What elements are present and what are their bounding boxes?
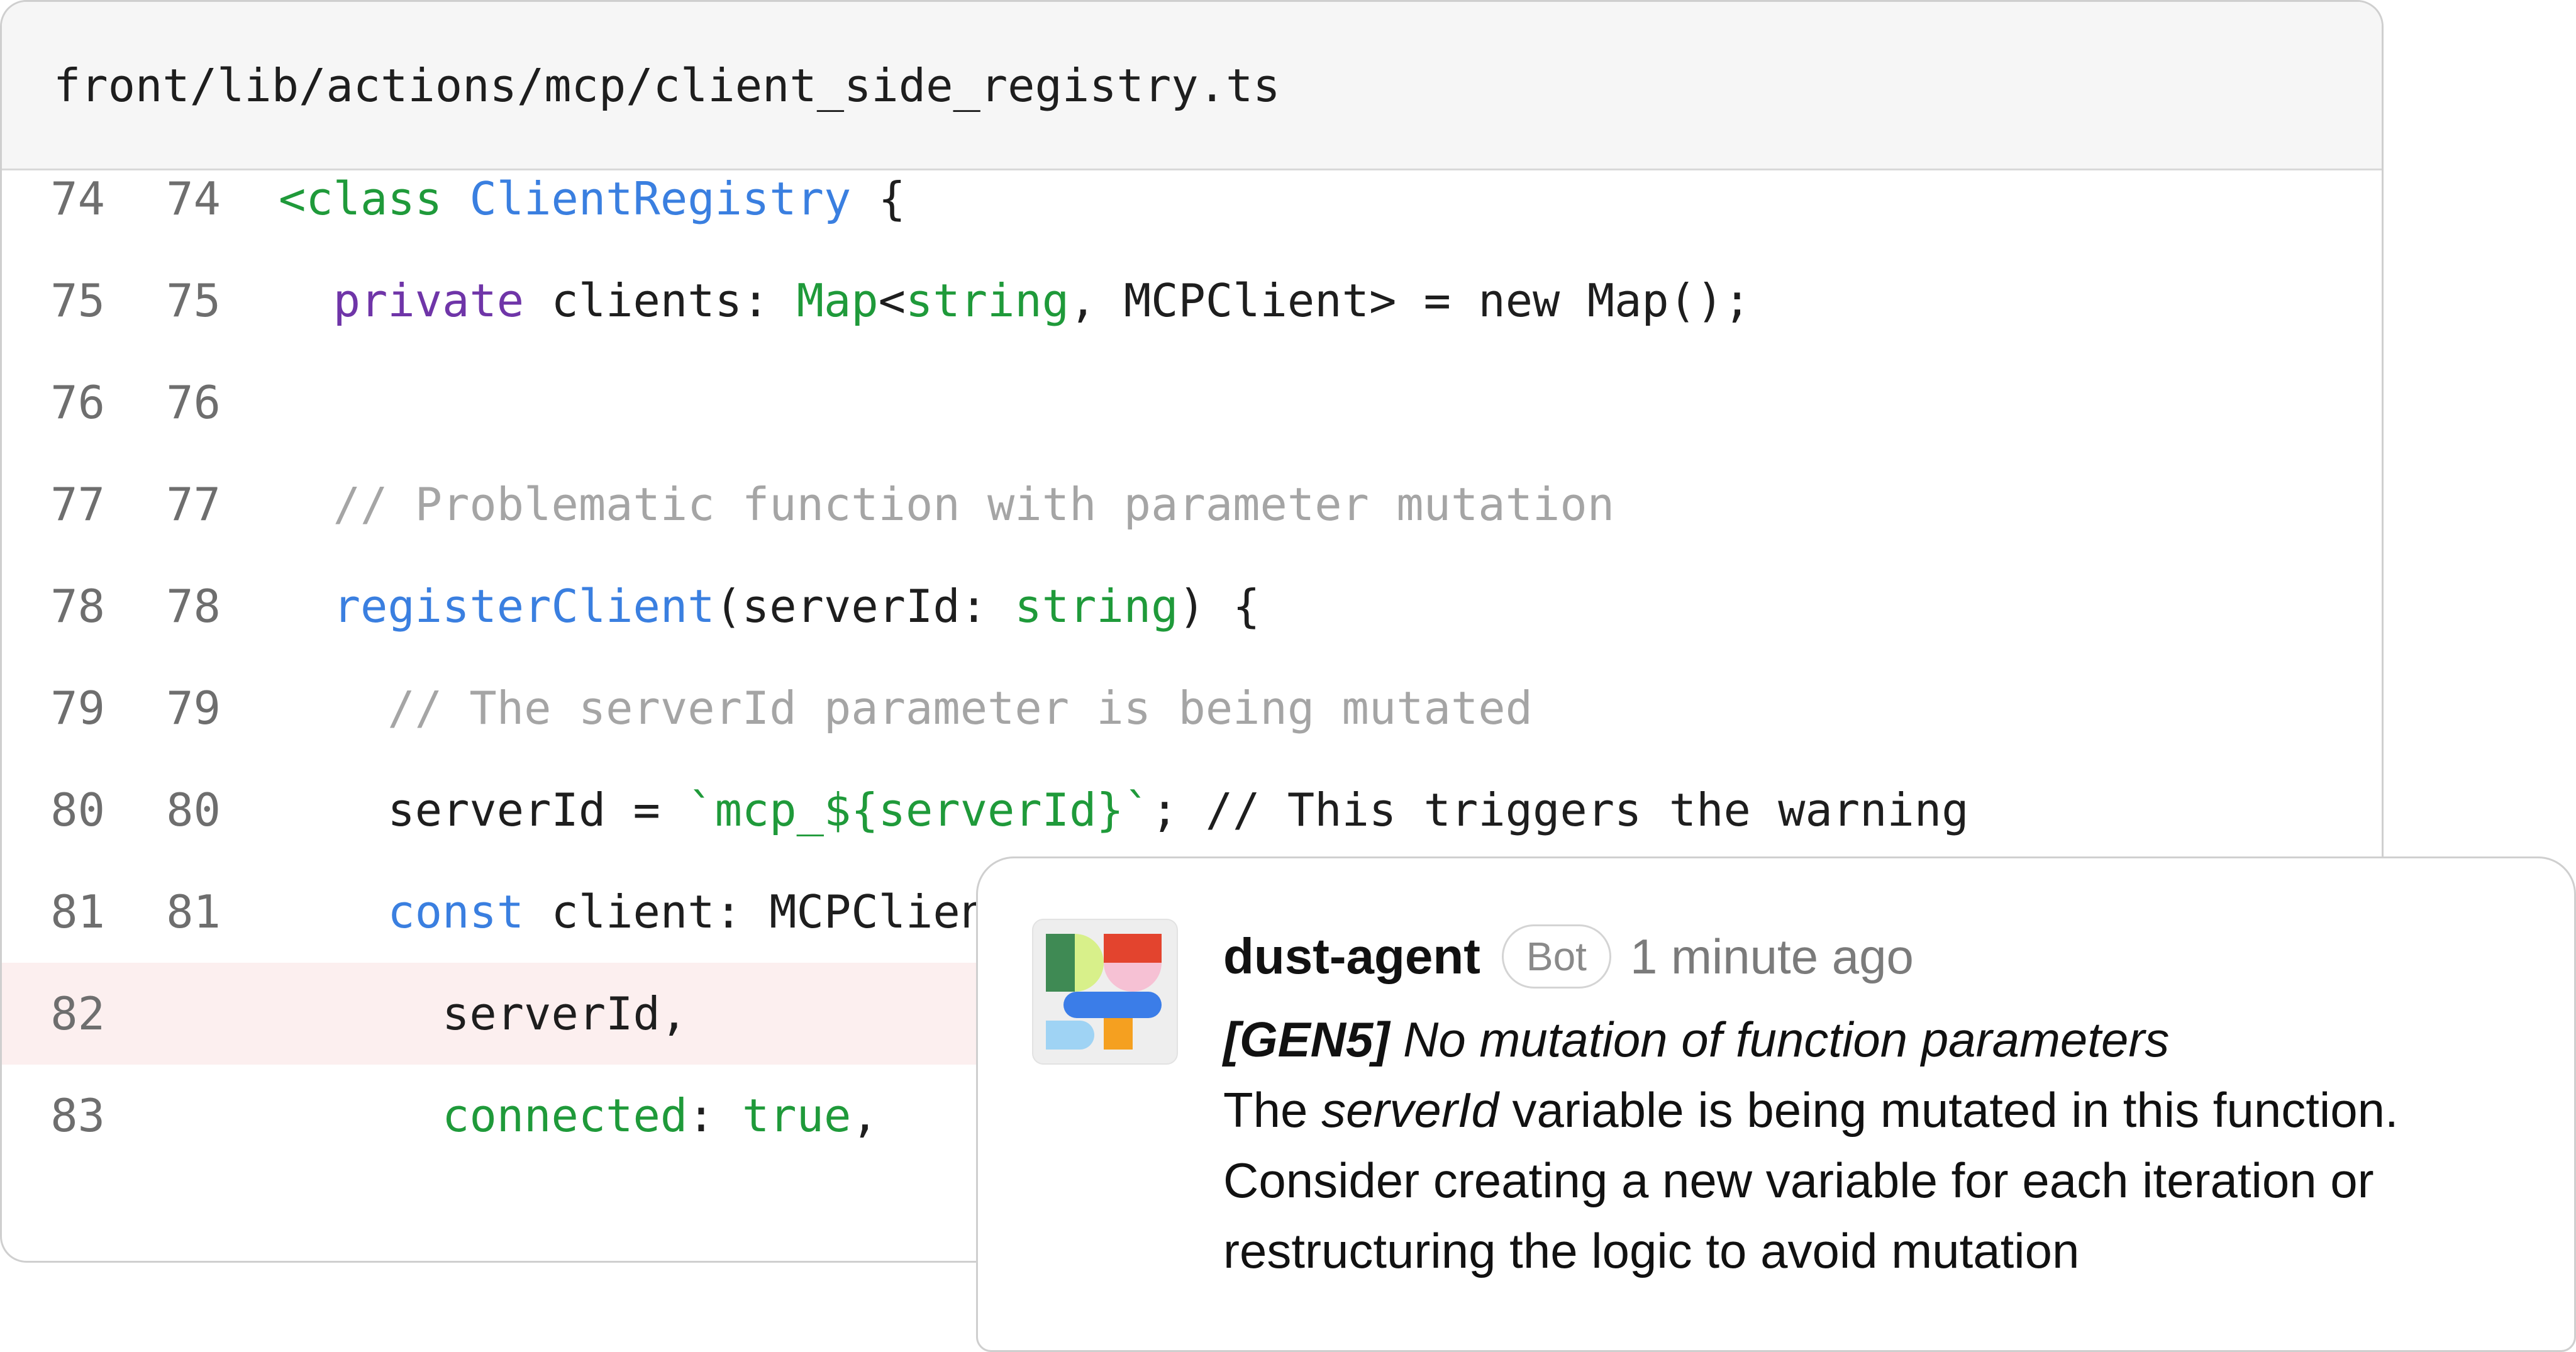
file-header: front/lib/actions/mcp/client_side_regist… (2, 2, 2382, 170)
avatar-shape-green (1046, 934, 1075, 992)
code-token (279, 1089, 442, 1142)
code-token: Map (796, 274, 879, 327)
code-token: ; // This triggers the warning (1151, 784, 1969, 836)
old-line-number[interactable]: 74 (50, 172, 105, 225)
comment-message: The serverId variable is being mutated i… (1223, 1075, 2550, 1286)
comment-body: [GEN5] No mutation of function parameter… (1223, 1004, 2550, 1286)
old-line-number[interactable]: 75 (50, 274, 105, 327)
avatar-shape-red (1104, 934, 1162, 963)
message-variable: serverId (1321, 1082, 1499, 1138)
bot-badge: Bot (1501, 924, 1611, 989)
avatar-logo-svg (1046, 934, 1162, 1050)
code-token: serverId, (279, 987, 688, 1040)
code-line: 74 74 <class ClientRegistry { (2, 148, 2382, 250)
code-token (279, 274, 333, 327)
old-line-number[interactable]: 77 (50, 478, 105, 531)
code-line: 78 78 registerClient(serverId: string) { (2, 555, 2382, 657)
code-line: 77 77 // Problematic function with parame… (2, 453, 2382, 555)
code-text: // The serverId parameter is being mutat… (279, 682, 1533, 734)
code-text: serverId, (279, 987, 687, 1040)
old-line-number[interactable]: 79 (50, 682, 105, 734)
code-token: `mcp_${serverId}` (687, 784, 1152, 836)
code-token: : (687, 1089, 742, 1142)
avatar-shape-light-blue (1046, 1021, 1094, 1050)
comment-timestamp[interactable]: 1 minute ago (1629, 928, 1914, 984)
code-token: , MCPClient> = new Map(); (1069, 274, 1751, 327)
code-token: serverId = (279, 784, 688, 836)
code-token: string (906, 274, 1070, 327)
code-token (279, 885, 387, 938)
rule-heading: [GEN5] No mutation of function parameter… (1223, 1004, 2550, 1075)
old-line-number[interactable]: 83 (50, 1089, 105, 1142)
code-token: clients: (524, 274, 797, 327)
code-text: // Problematic function with parameter m… (279, 478, 1614, 531)
new-line-number[interactable]: 76 (166, 376, 221, 429)
code-token: ) { (1178, 580, 1260, 633)
old-line-number[interactable]: 76 (50, 376, 105, 429)
old-line-number[interactable]: 81 (50, 885, 105, 938)
code-token (279, 580, 333, 633)
new-line-number[interactable]: 75 (166, 274, 221, 327)
code-line: 79 79 // The serverId parameter is being … (2, 657, 2382, 759)
code-token: client: MCPClient = { (524, 885, 1124, 938)
code-token: registerClient (333, 580, 715, 633)
code-text: connected: true, (279, 1089, 879, 1142)
code-line: 81 81 const client: MCPClient = { (2, 861, 2382, 963)
avatar-shape-pink (1104, 963, 1162, 992)
new-line-number[interactable]: 78 (166, 580, 221, 633)
new-line-number[interactable]: 77 (166, 478, 221, 531)
code-line: 83 connected: true, (2, 1065, 2382, 1166)
message-suffix: variable is being mutated in this functi… (1223, 1082, 2399, 1278)
comment-author[interactable]: dust-agent (1223, 928, 1480, 984)
code-token: < (878, 274, 906, 327)
code-token: ClientRegistry (469, 172, 852, 225)
message-prefix: The (1223, 1082, 1322, 1138)
dust-logo-icon (1032, 919, 1178, 1065)
old-line-number[interactable]: 78 (50, 580, 105, 633)
code-token: true (741, 1089, 852, 1142)
review-comment-card: dust-agent Bot 1 minute ago [GEN5] No mu… (976, 856, 2576, 1352)
code-token: string (1014, 580, 1179, 633)
file-path[interactable]: front/lib/actions/mcp/client_side_regist… (53, 58, 1280, 112)
code-token: // The serverId parameter is being mutat… (279, 682, 1533, 734)
code-text: const client: MCPClient = { (279, 885, 1124, 938)
comment-header: dust-agent Bot 1 minute ago (1223, 921, 1914, 992)
old-line-number[interactable]: 82 (50, 987, 105, 1040)
code-token: (serverId: (714, 580, 1015, 633)
avatar-shape-orange (1104, 1018, 1133, 1050)
code-text: <class ClientRegistry { (279, 172, 906, 225)
new-line-number[interactable]: 74 (166, 172, 221, 225)
code-token: { (851, 172, 906, 225)
code-token: , (851, 1089, 879, 1142)
code-token: connected (442, 1089, 688, 1142)
code-line: 80 80 serverId = `mcp_${serverId}`; // Th… (2, 759, 2382, 861)
avatar-shape-lime (1075, 934, 1104, 992)
code-line: 76 76 (2, 352, 2382, 453)
rule-code: [GEN5] (1223, 1012, 1390, 1067)
avatar-shape-blue (1063, 992, 1162, 1018)
new-line-number[interactable]: 81 (166, 885, 221, 938)
code-text: serverId = `mcp_${serverId}`; // This tr… (279, 784, 1969, 836)
code-line: 75 75 private clients: Map<string, MCPCli… (2, 250, 2382, 352)
rule-title: No mutation of function parameters (1403, 1012, 2170, 1067)
code-text: private clients: Map<string, MCPClient> … (279, 274, 1751, 327)
code-token: const (387, 885, 525, 938)
code-token: private (333, 274, 525, 327)
new-line-number[interactable]: 79 (166, 682, 221, 734)
code-token: <class (279, 172, 470, 225)
old-line-number[interactable]: 80 (50, 784, 105, 836)
new-line-number[interactable]: 80 (166, 784, 221, 836)
code-token: // Problematic function with parameter m… (279, 478, 1615, 531)
code-text: registerClient(serverId: string) { (279, 580, 1260, 633)
